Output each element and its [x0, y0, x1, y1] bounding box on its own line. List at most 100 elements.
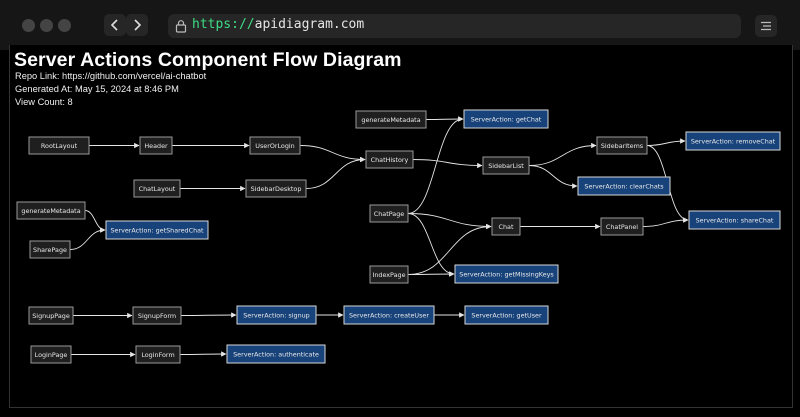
component-node-genmeta1[interactable]: generateMetadata — [355, 110, 427, 129]
node-label: SignupForm — [138, 312, 176, 320]
node-box — [245, 179, 307, 198]
menu-button[interactable] — [755, 15, 777, 37]
window-minimize-dot[interactable] — [40, 19, 53, 32]
component-node-signupform[interactable]: SignupForm — [132, 306, 182, 325]
node-box — [454, 264, 559, 284]
node-label: ChatHistory — [371, 156, 409, 164]
back-button[interactable] — [104, 14, 126, 36]
server-action-node-getuser[interactable]: ServerAction: getUser — [464, 305, 549, 325]
component-node-indexpage[interactable]: IndexPage — [369, 265, 409, 284]
component-node-userorlogin[interactable]: UserOrLogin — [249, 136, 301, 155]
repo-link[interactable]: Repo Link: https://github.com/vercel/ai-… — [15, 71, 207, 81]
node-box — [355, 110, 427, 129]
node-label: RootLayout — [41, 142, 78, 150]
window-close-dot[interactable] — [22, 19, 35, 32]
component-node-sidebarlist[interactable]: SidebarList — [482, 156, 530, 175]
server-action-node-createuser[interactable]: ServerAction: createUser — [343, 305, 435, 325]
node-box — [30, 345, 72, 364]
node-label: ChatLayout — [139, 185, 176, 193]
component-node-header[interactable]: Header — [139, 136, 173, 155]
forward-button[interactable] — [126, 14, 148, 36]
component-node-loginform[interactable]: LoginForm — [135, 345, 181, 364]
edge-sharepage-to-getsharedchat — [69, 227, 106, 250]
edge-sidebarlist-to-sidebaritems — [528, 142, 597, 166]
browser-toolbar: https://apidiagram.com — [0, 0, 800, 50]
node-label: Header — [144, 142, 168, 150]
node-box — [29, 240, 71, 259]
node-label: SidebarDesktop — [251, 185, 302, 193]
component-node-chat[interactable]: Chat — [491, 217, 521, 236]
node-label: IndexPage — [372, 271, 405, 279]
node-label: generateMetadata — [21, 207, 80, 215]
node-box — [577, 176, 671, 196]
component-node-signuppage[interactable]: SignupPage — [28, 306, 74, 325]
node-box — [28, 306, 74, 325]
chevron-left-icon — [110, 19, 118, 31]
edge-chatpage-to-chat — [407, 213, 492, 230]
node-box — [132, 306, 182, 325]
url-host: apidiagram.com — [254, 17, 365, 32]
edge-chathistory-to-sidebarlist — [412, 159, 483, 169]
node-label: ServerAction: signup — [243, 312, 309, 320]
component-node-chatpage[interactable]: ChatPage — [369, 204, 409, 223]
edge-sidebarlist-to-clearchats — [528, 165, 578, 189]
node-box — [249, 136, 301, 155]
server-action-node-getsharedchat[interactable]: ServerAction: getSharedChat — [105, 220, 209, 240]
chevron-right-icon — [134, 19, 142, 31]
component-node-rootlayout[interactable]: RootLayout — [28, 136, 90, 155]
node-label: SidebarList — [488, 162, 524, 170]
node-box — [139, 136, 173, 155]
edge-sidebardesktop-to-chathistory — [305, 156, 366, 189]
server-action-node-removechat[interactable]: ServerAction: removeChat — [685, 131, 781, 151]
node-box — [133, 179, 181, 198]
generated-at: Generated At: May 15, 2024 at 8:46 PM — [15, 84, 179, 94]
node-label: ServerAction: authenticate — [233, 351, 319, 359]
node-label: UserOrLogin — [255, 142, 294, 150]
node-label: ServerAction: getSharedChat — [110, 227, 204, 235]
node-label: ServerAction: removeChat — [691, 138, 776, 146]
lock-icon — [175, 20, 187, 33]
node-box — [28, 136, 90, 155]
node-box — [135, 345, 181, 364]
component-node-chatpanel[interactable]: ChatPanel — [600, 217, 644, 236]
node-label: ServerAction: createUser — [349, 312, 429, 320]
component-node-sidebaritems[interactable]: SidebarItems — [596, 136, 648, 155]
server-action-node-clearchats[interactable]: ServerAction: clearChats — [577, 176, 671, 196]
node-label: ChatPage — [374, 210, 404, 218]
node-label: Chat — [499, 223, 514, 231]
edge-genmeta2-to-getsharedchat — [84, 210, 106, 233]
component-node-chathistory[interactable]: ChatHistory — [365, 150, 414, 169]
edge-indexpage-to-chat — [407, 223, 492, 275]
node-label: ChatPanel — [606, 223, 638, 231]
node-label: LoginPage — [35, 351, 68, 359]
edge-sidebaritems-to-removechat — [646, 138, 686, 146]
node-box — [596, 136, 648, 155]
component-node-genmeta2[interactable]: generateMetadata — [16, 201, 86, 220]
server-action-node-sharechat[interactable]: ServerAction: shareChat — [688, 210, 781, 230]
node-label: LoginForm — [141, 351, 174, 359]
edge-signupform-to-signup — [180, 312, 237, 318]
server-action-node-getmissingkeys[interactable]: ServerAction: getMissingKeys — [454, 264, 559, 284]
address-bar[interactable]: https://apidiagram.com — [168, 14, 741, 38]
server-action-node-getchat[interactable]: ServerAction: getChat — [463, 109, 549, 129]
edge-loginform-to-authenticate — [179, 351, 227, 357]
component-node-sidebardesktop[interactable]: SidebarDesktop — [245, 179, 307, 198]
edge-indexpage-to-getmissingkeys — [407, 271, 455, 277]
node-box — [600, 217, 644, 236]
component-node-loginpage[interactable]: LoginPage — [30, 345, 72, 364]
component-node-chatlayout[interactable]: ChatLayout — [133, 179, 181, 198]
view-count: View Count: 8 — [15, 97, 73, 107]
window-maximize-dot[interactable] — [58, 19, 71, 32]
edge-chatpage-to-getmissingkeys — [407, 213, 455, 277]
edge-chatpanel-to-sharechat — [642, 217, 689, 227]
node-box — [236, 305, 317, 325]
component-node-sharepage[interactable]: SharePage — [29, 240, 71, 259]
url-text: https://apidiagram.com — [192, 17, 364, 32]
node-box — [16, 201, 86, 220]
server-action-node-signup[interactable]: ServerAction: signup — [236, 305, 317, 325]
node-box — [369, 204, 409, 223]
page-title: Server Actions Component Flow Diagram — [14, 49, 402, 71]
edge-genmeta1-to-getchat — [425, 116, 464, 122]
server-action-node-authenticate[interactable]: ServerAction: authenticate — [226, 344, 326, 364]
